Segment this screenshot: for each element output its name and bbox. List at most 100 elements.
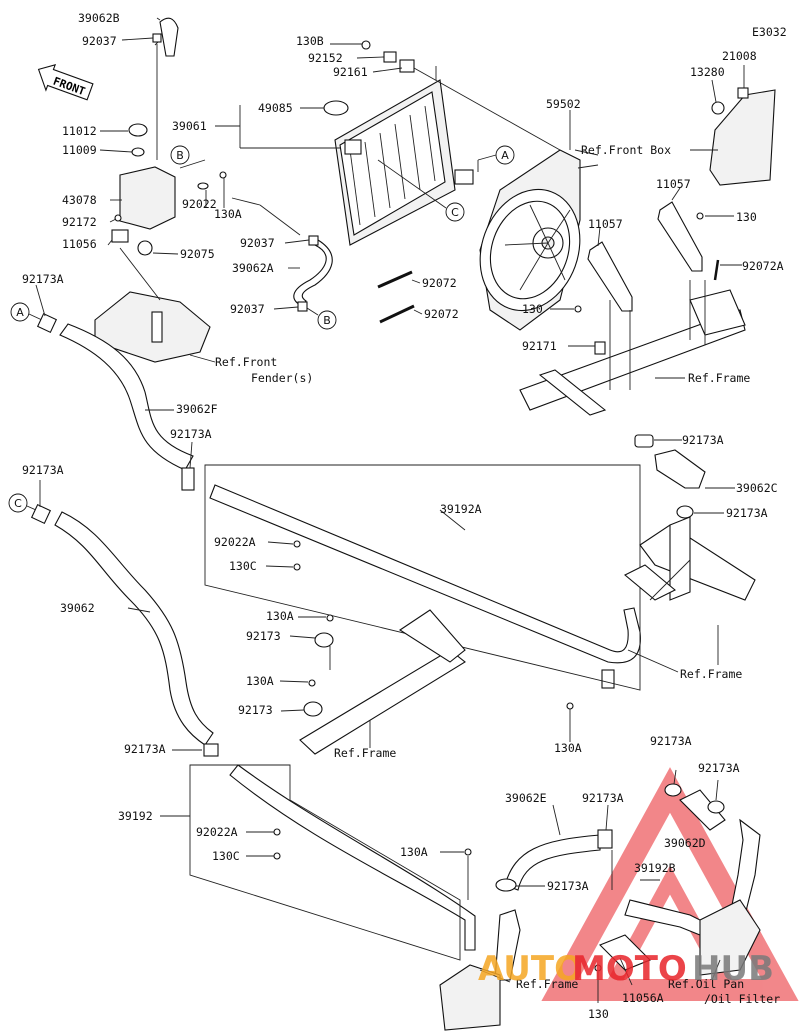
radiator-cap-49085 xyxy=(323,100,349,116)
label-92072-b: 92072 xyxy=(424,307,459,321)
clamp-92173A-d xyxy=(634,434,654,448)
label-130A-e: 130A xyxy=(400,845,428,859)
clamp-92173A-c xyxy=(30,503,52,525)
label-130-fan: 130 xyxy=(736,210,757,224)
label-92173A-j: 92173A xyxy=(698,761,740,775)
grommet-92075 xyxy=(137,240,153,256)
clamp-92173A-i xyxy=(664,783,682,797)
label-92161: 92161 xyxy=(333,65,368,79)
svg-text:A: A xyxy=(16,306,24,319)
front-arrow-icon: FRONT xyxy=(37,63,94,101)
hose-39192 xyxy=(229,764,476,951)
hose-39062 xyxy=(54,511,214,746)
label-130-bottom: 130 xyxy=(588,1007,609,1021)
clamp-92173A-h xyxy=(597,829,613,849)
svg-text:B: B xyxy=(323,314,331,327)
clamp-92037-low xyxy=(297,301,308,312)
tank-mount xyxy=(151,311,163,343)
label-130A-c: 130A xyxy=(246,674,274,688)
bolt-130A-d xyxy=(566,702,574,710)
label-92173-b: 92173 xyxy=(238,703,273,717)
bolt-130C-b xyxy=(273,852,281,860)
hose-39062A xyxy=(293,239,333,307)
label-92072-a: 92072 xyxy=(422,276,457,290)
washer-92022 xyxy=(197,182,209,190)
oil-pan-ref xyxy=(599,899,761,976)
label-92173A-d: 92173A xyxy=(682,433,724,447)
label-11056A: 11056A xyxy=(622,991,664,1005)
clamp-92173A-g xyxy=(495,878,517,892)
label-ref-front-box: Ref.Front Box xyxy=(581,143,671,157)
label-92022A-a: 92022A xyxy=(214,535,256,549)
watermark-text: AUTO MOTO HUB xyxy=(478,949,774,989)
label-92075: 92075 xyxy=(180,247,215,261)
grommet-92161 xyxy=(399,59,415,73)
reserve-tank-43078 xyxy=(119,166,176,230)
bolt-130C-a xyxy=(293,563,301,571)
frame-ref-right xyxy=(624,516,756,601)
bolt-130-fan-a xyxy=(696,212,704,220)
hose-39192A xyxy=(209,484,641,664)
label-92173A-a: 92173A xyxy=(22,272,64,286)
latch-21008 xyxy=(737,87,749,99)
label-ref-frame-right: Ref.Frame xyxy=(680,667,742,681)
label-ref-oil-pan: Ref.Oil Pan xyxy=(668,977,744,991)
radiator-39061 xyxy=(334,79,474,246)
label-11056: 11056 xyxy=(62,237,97,251)
tie-92072A xyxy=(713,259,720,281)
bolt-130A-b xyxy=(326,614,334,622)
bubble-C-left xyxy=(8,493,28,513)
bracket-11057-b xyxy=(587,241,633,312)
svg-text:C: C xyxy=(451,206,459,219)
label-ref-front-fender: Ref.Front xyxy=(215,355,277,369)
label-39192A: 39192A xyxy=(440,502,482,516)
clamp-92173A-j xyxy=(707,800,725,814)
label-130-frame: 130 xyxy=(522,302,543,316)
label-ref-frame-mid: Ref.Frame xyxy=(334,746,396,760)
label-92022A-b: 92022A xyxy=(196,825,238,839)
label-130A-tank: 130A xyxy=(214,207,242,221)
label-92172: 92172 xyxy=(62,215,97,229)
cap-11012 xyxy=(128,123,148,137)
fan-assembly-59502 xyxy=(479,149,581,331)
label-39062E: 39062E xyxy=(505,791,547,805)
bolt-130A-c xyxy=(308,679,316,687)
label-39062C: 39062C xyxy=(736,481,778,495)
label-ref-frame-top: Ref.Frame xyxy=(688,371,750,385)
label-39192B: 39192B xyxy=(634,861,676,875)
hose-39062B xyxy=(159,17,179,57)
label-39062F: 39062F xyxy=(176,402,218,416)
label-92173-a: 92173 xyxy=(246,629,281,643)
label-13280: 13280 xyxy=(690,65,725,79)
label-92173A-b: 92173A xyxy=(170,427,212,441)
label-92173A-g: 92173A xyxy=(582,791,624,805)
clamp-92037-top xyxy=(152,33,162,43)
svg-text:AUTO: AUTO xyxy=(478,949,583,989)
collar-92152 xyxy=(383,51,397,63)
bolt-130-bottom xyxy=(594,964,602,972)
label-92037-mid: 92037 xyxy=(240,236,275,250)
label-92037-top: 92037 xyxy=(82,34,117,48)
hose-39062C xyxy=(654,449,706,489)
clamp-92173A-b xyxy=(181,467,195,491)
bubble-A-left xyxy=(10,302,30,322)
svg-text:MOTO: MOTO xyxy=(572,949,687,989)
label-ref-oil-filter: /Oil Filter xyxy=(704,992,780,1006)
clamp-92173A-f xyxy=(203,743,219,757)
label-92022: 92022 xyxy=(182,197,217,211)
label-92171: 92171 xyxy=(522,339,557,353)
bubble-B-low xyxy=(317,310,337,330)
bolt-130A-tank xyxy=(219,171,227,179)
label-43078: 43078 xyxy=(62,193,97,207)
bubble-B-top xyxy=(170,145,190,165)
clamp-92173-a xyxy=(314,632,334,648)
label-21008: 21008 xyxy=(722,49,757,63)
label-header-code: E3032 xyxy=(752,25,787,39)
clip-92171 xyxy=(594,341,606,355)
svg-text:C: C xyxy=(14,497,22,510)
label-11009: 11009 xyxy=(62,143,97,157)
label-59502: 59502 xyxy=(546,97,581,111)
clamp-92173A-a xyxy=(36,312,58,334)
label-ref-frame-bottom: Ref.Frame xyxy=(516,977,578,991)
